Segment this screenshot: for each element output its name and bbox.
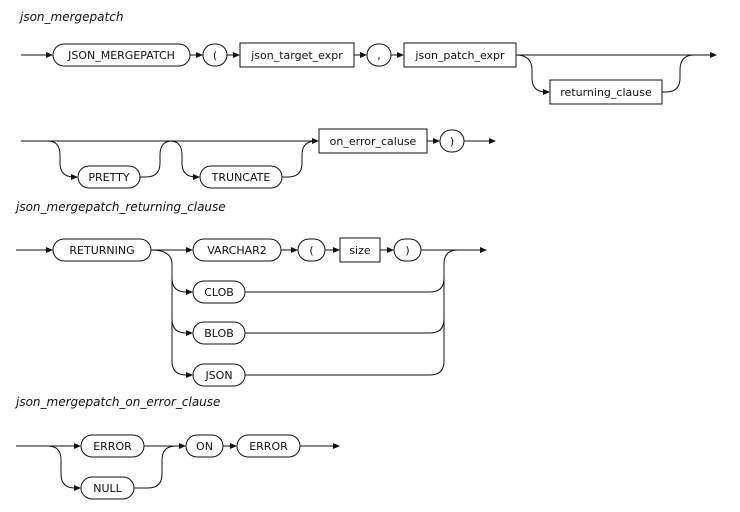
svg-text:returning_clause: returning_clause (560, 86, 652, 99)
svg-text:NULL: NULL (93, 482, 122, 495)
svg-text:RETURNING: RETURNING (69, 244, 134, 257)
terminal-clob: CLOB (192, 280, 246, 304)
nonterminal-returning-clause: returning_clause (549, 79, 663, 105)
svg-text:json_target_expr: json_target_expr (250, 49, 343, 62)
terminal-json: JSON (192, 363, 246, 387)
svg-text:(: ( (213, 49, 217, 62)
terminal-pretty: PRETTY (77, 165, 141, 189)
terminal-blob: BLOB (192, 321, 246, 345)
diagram-title: json_mergepatch (18, 10, 123, 24)
terminal-on: ON (185, 434, 224, 458)
svg-text:CLOB: CLOB (204, 286, 234, 299)
terminal-open-paren: ( (297, 238, 326, 262)
terminal-returning: RETURNING (52, 238, 152, 262)
diagram-title: json_mergepatch_on_error_clause (14, 395, 220, 409)
svg-text:): ) (405, 244, 409, 257)
svg-text:,: , (377, 49, 381, 62)
terminal-open-paren: ( (202, 43, 228, 67)
nonterminal-json-patch-expr: json_patch_expr (403, 42, 517, 68)
terminal-close-paren: ) (393, 238, 422, 262)
terminal-close-paren: ) (439, 129, 465, 153)
nonterminal-json-target-expr: json_target_expr (239, 42, 355, 68)
svg-text:JSON: JSON (204, 369, 232, 382)
diagram-title: json_mergepatch_returning_clause (14, 200, 226, 214)
nonterminal-on-error-clause: on_error_caluse (318, 128, 428, 154)
svg-text:ERROR: ERROR (93, 440, 132, 453)
svg-text:size: size (349, 244, 371, 257)
svg-text:TRUNCATE: TRUNCATE (211, 171, 271, 184)
diagram-on-error-clause: json_mergepatch_on_error_clause ERROR NU… (14, 395, 340, 500)
svg-text:ERROR: ERROR (249, 440, 288, 453)
terminal-varchar2: VARCHAR2 (192, 238, 282, 262)
svg-text:BLOB: BLOB (204, 327, 234, 340)
terminal-error: ERROR (236, 434, 301, 458)
terminal-comma: , (366, 43, 392, 67)
svg-text:): ) (450, 135, 454, 148)
diagram-json-mergepatch: json_mergepatch JSON_MERGEPATCH ( json_t… (18, 10, 717, 189)
svg-text:PRETTY: PRETTY (88, 171, 129, 184)
terminal-null-option: NULL (80, 476, 135, 500)
svg-text:JSON_MERGEPATCH: JSON_MERGEPATCH (67, 49, 175, 62)
svg-text:json_patch_expr: json_patch_expr (414, 49, 505, 62)
svg-text:on_error_caluse: on_error_caluse (330, 135, 417, 148)
svg-text:(: ( (309, 244, 313, 257)
nonterminal-size: size (339, 237, 381, 263)
terminal-json-mergepatch: JSON_MERGEPATCH (52, 43, 191, 67)
terminal-error-option: ERROR (80, 434, 145, 458)
terminal-truncate: TRUNCATE (199, 165, 283, 189)
svg-text:VARCHAR2: VARCHAR2 (207, 244, 267, 257)
diagram-returning-clause: json_mergepatch_returning_clause RETURNI… (14, 200, 487, 387)
svg-text:ON: ON (196, 440, 213, 453)
